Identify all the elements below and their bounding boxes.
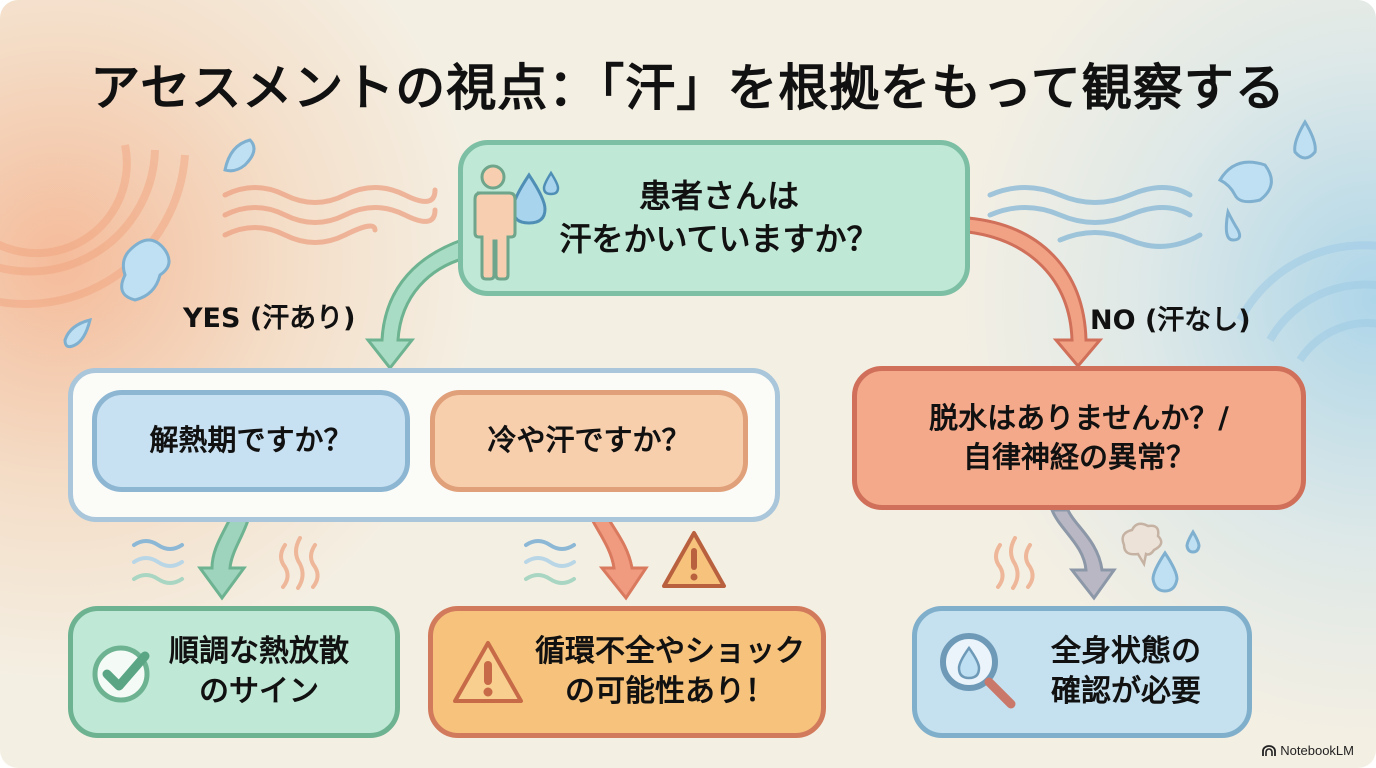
yes-arrow xyxy=(364,237,467,371)
magnifier-drop-icon xyxy=(940,633,1016,709)
steam-icon xyxy=(279,536,1035,590)
no-arrow xyxy=(966,216,1104,369)
result-heat-dissipation-box: 順調な熱放散 のサイン xyxy=(68,606,400,738)
brand-label: NotebookLM xyxy=(1280,743,1354,758)
notebooklm-logo-icon xyxy=(1262,744,1277,756)
warning-icon xyxy=(453,641,523,703)
fever-question-label: 解熱期ですか？ xyxy=(149,423,353,458)
no-branch-label: NO (汗なし) xyxy=(1090,305,1251,336)
result-general-check-box: 全身状態の 確認が必要 xyxy=(912,606,1252,738)
start-question-line1: 患者さんは xyxy=(638,176,799,215)
fever-question-box: 解熱期ですか？ xyxy=(92,390,410,492)
warning-small-icon xyxy=(662,531,726,588)
dehydration-question-line1: 脱水はありませんか？/ xyxy=(929,400,1229,435)
start-question-line2: 汗をかいていますか？ xyxy=(559,220,879,258)
cloud-drops-icon xyxy=(1121,522,1201,593)
water-drop-icon xyxy=(511,170,560,225)
sweat-drops-icon xyxy=(63,138,256,349)
cold-sweat-question-box: 冷や汗ですか？ xyxy=(430,390,748,492)
result-ok-line1: 順調な熱放散 xyxy=(169,633,349,669)
page-title: アセスメントの視点：「汗」を根拠をもって観察する xyxy=(90,59,1286,117)
start-question-box: 患者さんは 汗をかいていますか？ xyxy=(458,140,970,296)
heat-arcs-icon xyxy=(0,144,189,308)
cool-waves-icon xyxy=(987,185,1203,249)
result-shock-risk-box: 循環不全やショック の可能性あり！ xyxy=(428,606,826,738)
right-drops-icon xyxy=(1217,119,1317,242)
person-icon xyxy=(473,164,517,281)
result-check-line2: 確認が必要 xyxy=(1051,674,1201,709)
result-warn-line1: 循環不全やショック xyxy=(535,633,805,669)
check-icon xyxy=(92,645,150,703)
dehyd-to-check-arrow xyxy=(1049,508,1117,601)
dehydration-question-line2: 自律神経の異常？ xyxy=(962,440,1195,474)
result-ok-line2: のサイン xyxy=(199,674,319,709)
yes-branch-label: YES (汗あり) xyxy=(183,303,356,334)
cool-arcs-icon xyxy=(1236,241,1376,363)
result-check-line1: 全身状態の xyxy=(1051,633,1201,669)
small-waves-icon xyxy=(132,539,576,585)
brand-watermark: NotebookLM xyxy=(1262,743,1354,758)
dehydration-question-box: 脱水はありませんか？/ 自律神経の異常？ xyxy=(852,366,1306,510)
result-warn-line2: の可能性あり！ xyxy=(565,674,775,709)
heat-waves-icon xyxy=(222,185,438,245)
cold-sweat-question-label: 冷や汗ですか？ xyxy=(487,423,691,458)
